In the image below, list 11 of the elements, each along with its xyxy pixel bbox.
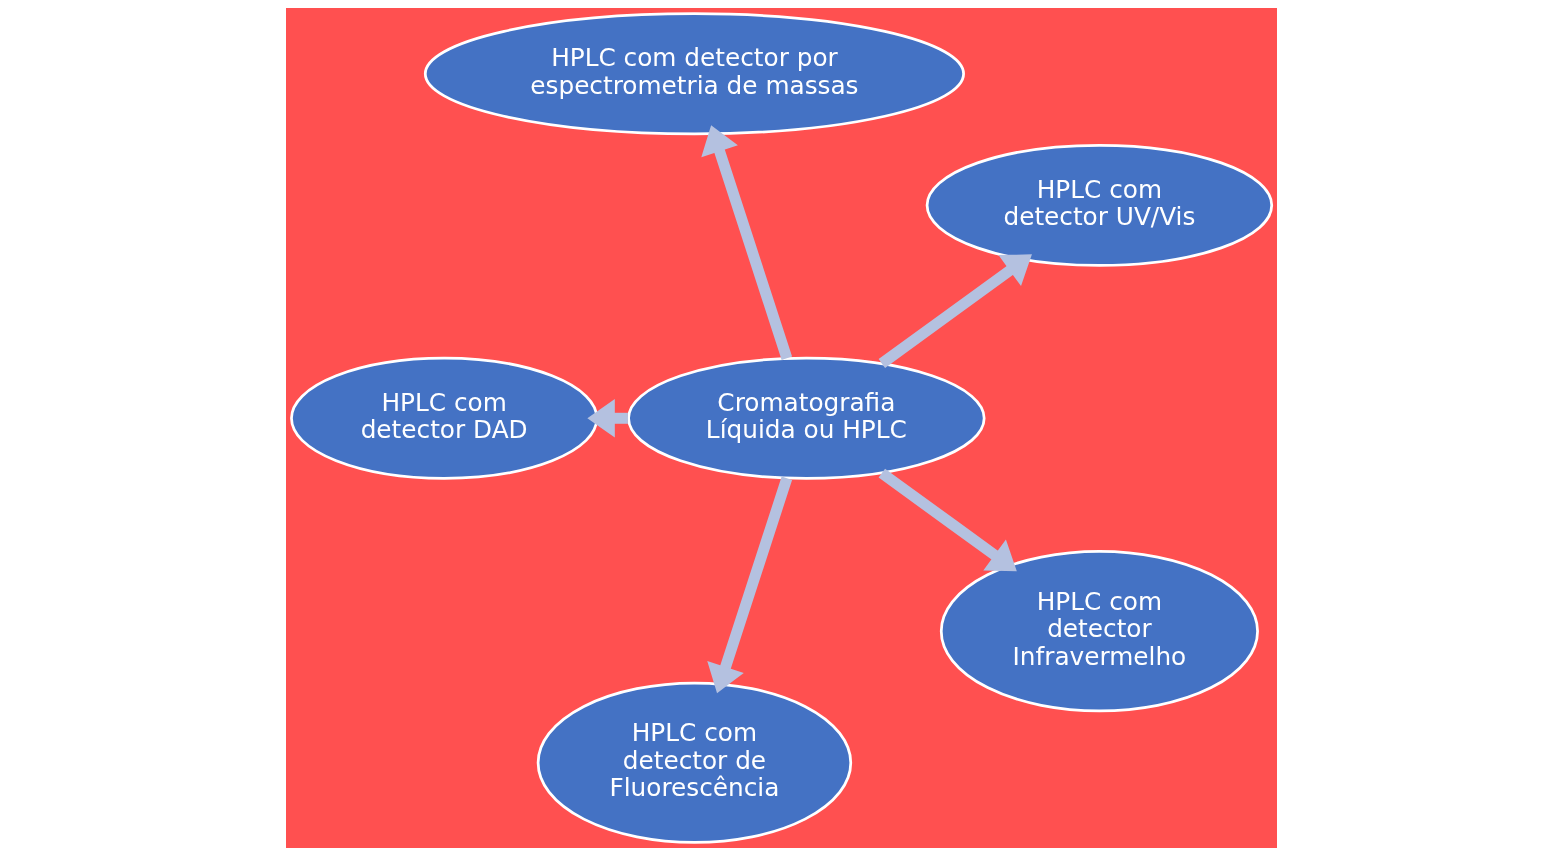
arrow [706,476,792,694]
node-ellipse: HPLC com detector por espectrometria de massas [423,12,965,136]
node-ellipse: Cromatografia Líquida ou HPLC [626,356,986,480]
node-ellipse: HPLC com detector Infravermelho [939,550,1259,713]
arrow [878,468,1017,572]
arrow [878,254,1032,368]
node-ellipse: HPLC com detector DAD [289,356,598,480]
node-ellipse: HPLC com detector de Fluorescência [536,681,852,844]
node-ellipse: HPLC com detector UV/Vis [925,143,1273,267]
arrow [700,125,792,360]
arrow [586,399,628,438]
